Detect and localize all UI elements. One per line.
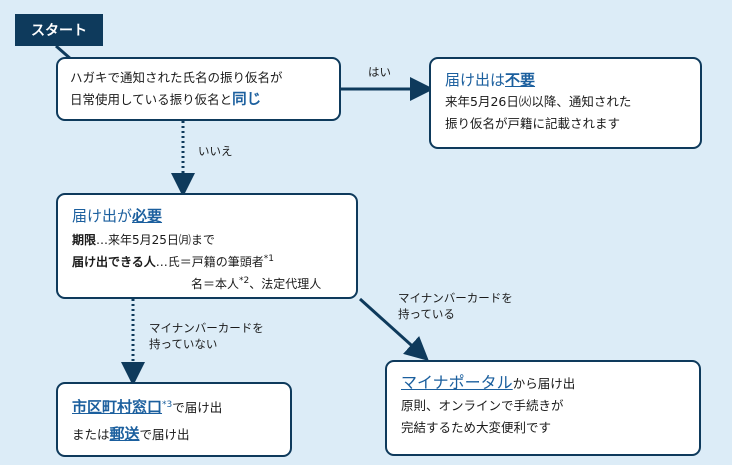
question-line2-text: 日常使用している振り仮名と: [70, 92, 233, 107]
who2-note: *2: [239, 276, 250, 286]
who2-rest: 、法定代理人: [249, 277, 322, 291]
question-line1: ハガキで通知された氏名の振り仮名が: [70, 70, 283, 85]
question-box: ハガキで通知された氏名の振り仮名が 日常使用している振り仮名と同じ: [56, 57, 341, 121]
no-card-line2: 持っていない: [149, 337, 218, 351]
who2-text: 名＝本人: [191, 277, 240, 291]
mynaportal-line2: 完結するため大変便利です: [401, 420, 552, 435]
has-card-arrow: [358, 297, 429, 362]
has-card-line2: 持っている: [398, 307, 455, 321]
no-filing-box: 届け出は不要 来年5月26日㈫以降、通知された 振り仮名が戸籍に記載されます: [429, 57, 702, 149]
no-card-line1: マイナンバーカードを: [149, 321, 264, 335]
deadline-line: 期限…来年5月25日㈪まで: [72, 231, 342, 250]
mynaportal-title-em: マイナポータル: [401, 373, 513, 392]
question-line2: 日常使用している振り仮名と同じ: [70, 89, 327, 111]
filing-required-title-em: 必要: [132, 207, 163, 225]
counter-line2-pre: または: [72, 427, 110, 443]
has-card-label: マイナンバーカードを 持っている: [398, 290, 513, 322]
start-label: スタート: [31, 23, 87, 39]
filing-required-title: 届け出が必要: [72, 205, 342, 227]
start-badge: スタート: [15, 14, 103, 46]
deadline-label: 期限: [72, 233, 97, 247]
who-note: *1: [263, 254, 275, 264]
no-filing-line1: 来年5月26日㈫以降、通知された: [445, 94, 632, 109]
no-filing-title-em: 不要: [505, 71, 536, 89]
filing-required-box: 届け出が必要 期限…来年5月25日㈪まで 届け出できる人…氏＝戸籍の筆頭者*1 …: [56, 193, 358, 299]
yes-label: はい: [368, 65, 391, 79]
deadline-text: …来年5月25日㈪まで: [96, 233, 215, 247]
counter-title-em: 市区町村窓口: [72, 398, 163, 417]
counter-note: *3: [162, 400, 173, 410]
mynaportal-title: マイナポータルから届け出: [401, 372, 685, 395]
counter-box: 市区町村窓口*3で届け出 または郵送で届け出: [56, 382, 292, 457]
who-line: 届け出できる人…氏＝戸籍の筆頭者*1: [72, 250, 342, 272]
counter-mail: 郵送: [109, 425, 140, 444]
has-card-line1: マイナンバーカードを: [398, 291, 513, 305]
no-filing-title: 届け出は不要: [445, 69, 686, 91]
no-label: いいえ: [198, 144, 233, 158]
filing-required-title-pre: 届け出が: [72, 207, 133, 225]
question-same: 同じ: [232, 92, 262, 108]
mynaportal-title-post: から届け出: [512, 376, 576, 391]
who2-line: 名＝本人*2、法定代理人: [72, 272, 342, 294]
counter-line2: または郵送で届け出: [72, 423, 276, 446]
no-filing-line2: 振り仮名が戸籍に記載されます: [445, 116, 621, 131]
mynaportal-line1: 原則、オンラインで手続きが: [401, 398, 564, 413]
counter-title-post: で届け出: [172, 400, 223, 416]
who-text: …氏＝戸籍の筆頭者: [155, 255, 264, 269]
who-label: 届け出できる人: [72, 255, 156, 269]
counter-line2-post: で届け出: [139, 427, 190, 443]
counter-title: 市区町村窓口*3で届け出: [72, 394, 276, 419]
no-card-label: マイナンバーカードを 持っていない: [149, 320, 264, 352]
mynaportal-box: マイナポータルから届け出 原則、オンラインで手続きが 完結するため大変便利です: [385, 360, 701, 456]
no-filing-title-pre: 届け出は: [445, 71, 506, 89]
